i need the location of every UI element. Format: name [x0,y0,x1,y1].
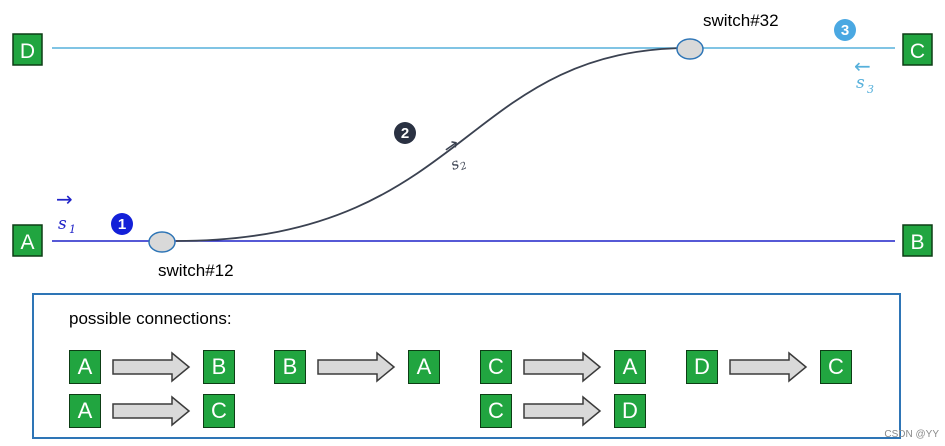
svg-text:B: B [910,231,924,254]
to-terminal: C [820,350,852,384]
switch-curve [175,47,691,242]
switch-32 [676,38,704,60]
svg-text:1: 1 [118,216,126,233]
connection-a-to-c: A C [69,394,249,428]
svg-text:1: 1 [69,223,76,236]
connection-arrow-icon [112,395,191,427]
connection-arrow-icon [729,351,808,383]
legend-title: possible connections: [69,309,232,328]
from-terminal: C [480,350,512,384]
connection-arrow-icon [523,395,602,427]
svg-text:3: 3 [867,83,874,96]
from-terminal: C [480,394,512,428]
svg-text:3: 3 [841,22,849,39]
terminal-d: D [12,33,43,66]
vector-s1: → s 1 [56,187,76,236]
connections-legend: possible connections: A B B A C A D C A … [32,293,901,439]
vector-s3: ← s 3 [854,54,874,96]
from-terminal: A [69,394,101,428]
svg-text:A: A [20,231,34,254]
from-terminal: B [274,350,306,384]
connection-d-to-c: D C [686,350,866,384]
svg-text:2: 2 [401,125,409,142]
switch-32-label: switch#32 [703,11,779,30]
from-terminal: D [686,350,718,384]
vector-s2-symbol: s 2 [448,154,469,174]
terminal-a: A [12,224,43,257]
marker-2: 2 [394,122,416,144]
marker-3: 3 [834,19,856,41]
connection-a-to-b: A B [69,350,249,384]
marker-1: 1 [111,213,133,235]
svg-text:s: s [58,214,67,234]
svg-text:D: D [20,40,35,63]
switch-12 [148,231,176,253]
from-terminal: A [69,350,101,384]
svg-text:→: → [56,187,73,211]
watermark: CSDN @YY [884,429,939,440]
to-terminal: D [614,394,646,428]
connection-b-to-a: B A [274,350,454,384]
svg-text:s: s [856,73,865,93]
to-terminal: A [614,350,646,384]
connection-c-to-a: C A [480,350,660,384]
svg-text:2: 2 [458,160,469,173]
connection-arrow-icon [112,351,191,383]
track-diagram: switch#32 switch#12 D C A B 1 2 3 → s 1 … [12,11,933,280]
to-terminal: B [203,350,235,384]
svg-text:←: ← [854,54,871,78]
terminal-c: C [902,33,933,66]
terminal-b: B [902,224,933,257]
to-terminal: A [408,350,440,384]
connection-arrow-icon [317,351,396,383]
svg-text:C: C [910,40,925,63]
connection-arrow-icon [523,351,602,383]
switch-12-label: switch#12 [158,261,234,280]
to-terminal: C [203,394,235,428]
connection-c-to-d: C D [480,394,660,428]
